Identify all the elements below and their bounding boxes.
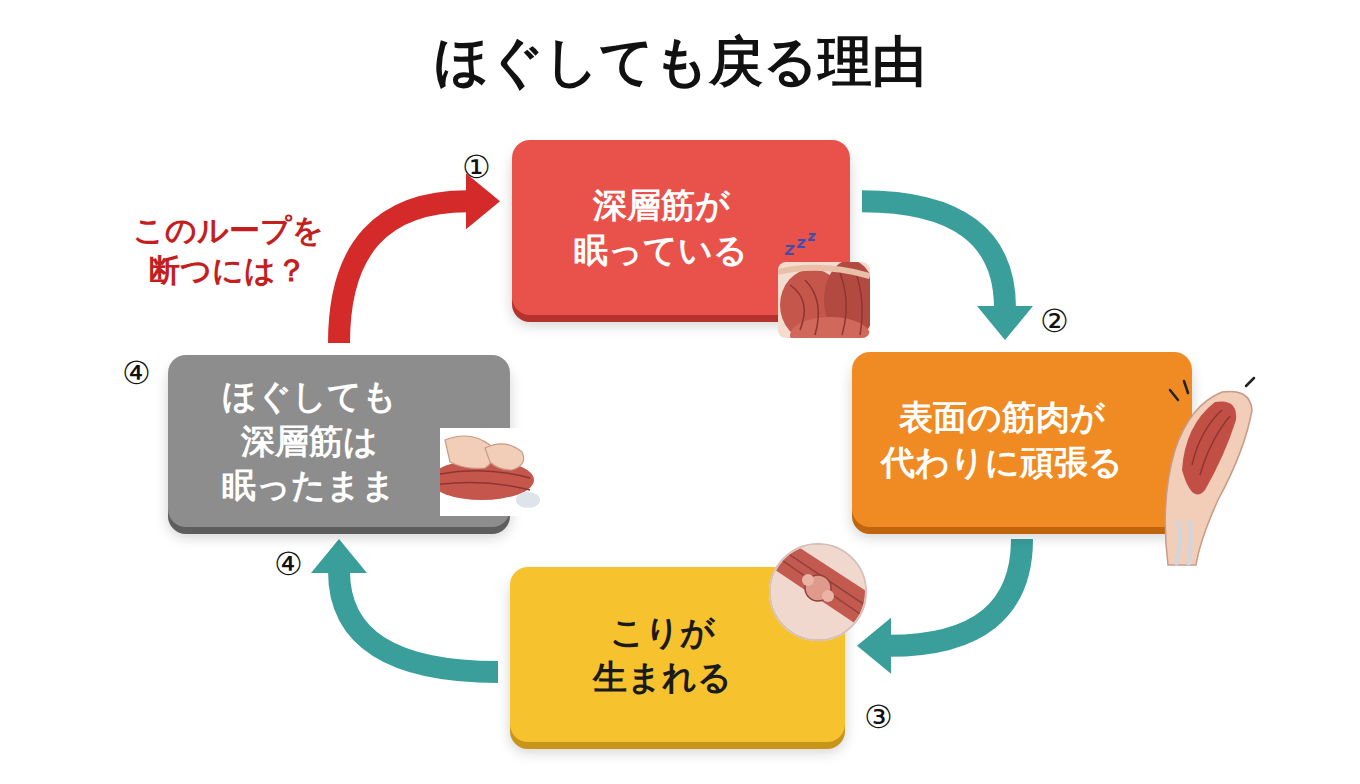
- bone-shape: [516, 492, 540, 508]
- muscle-shape: [440, 460, 534, 500]
- arrow-head: [977, 306, 1033, 340]
- callout-number: ②: [1040, 304, 1069, 339]
- arm-illustration: [1165, 378, 1254, 565]
- process-box: 表面の筋肉が 代わりに頑張る: [852, 352, 1192, 527]
- diagram-title: ほぐしても戻る理由: [0, 30, 1360, 95]
- illustration-rim: [770, 544, 866, 640]
- hand-shape: [485, 444, 524, 470]
- box-label: 表面の筋肉が 代わりに頑張る: [852, 395, 1152, 485]
- arrow-head: [466, 173, 500, 229]
- knot-illustration: [760, 535, 880, 650]
- cycle-arrow: [857, 539, 1022, 674]
- illustration-bg: [440, 428, 540, 516]
- process-box: こりが 生まれる: [510, 567, 845, 742]
- muscle-shape: [824, 262, 870, 338]
- muscle-fibers: [440, 471, 530, 490]
- arrow-head: [857, 618, 891, 674]
- muscle-fibers: [770, 545, 880, 625]
- sleep-symbol: [786, 234, 815, 254]
- process-box: ほぐしても 深層筋は 眠ったまま: [168, 355, 510, 527]
- cycle-arrow: [311, 539, 498, 672]
- strain-marks: [1170, 378, 1254, 400]
- tendon-lines: [1176, 520, 1191, 565]
- illustration-bg: [778, 262, 870, 338]
- box-label: こりが 生まれる: [578, 610, 748, 700]
- box-text-group: こりが 生まれる: [578, 610, 748, 700]
- arm-muscle: [1182, 401, 1236, 494]
- illustration-rim: [769, 543, 867, 641]
- process-box: 深層筋が 眠っている: [512, 140, 850, 315]
- arrow-shaft: [339, 201, 468, 343]
- knot-shape: [822, 590, 834, 602]
- massage-illustration: [430, 428, 540, 516]
- deep-muscle-illustration: [778, 234, 876, 353]
- cycle-arrow: [862, 201, 1033, 340]
- illustration-bg: [760, 540, 880, 650]
- callout-number: ④: [122, 356, 151, 391]
- box-label: ほぐしても 深層筋は 眠ったまま: [199, 374, 419, 509]
- cycle-arrow: [339, 173, 500, 343]
- muscle-fibers: [790, 268, 862, 335]
- arm-skin: [1165, 391, 1252, 565]
- muscle-shape: [780, 269, 844, 338]
- callout-number: ④: [274, 547, 303, 582]
- muscle-band: [760, 535, 880, 640]
- arrow-shaft: [339, 571, 498, 672]
- box-text-group: ほぐしても 深層筋は 眠ったまま: [199, 374, 419, 509]
- muscle-fibers: [1192, 410, 1230, 475]
- box-text-group: 表面の筋肉が 代わりに頑張る: [852, 395, 1152, 485]
- muscle-shape: [790, 317, 870, 338]
- knot-shape: [805, 575, 831, 601]
- box-label: 深層筋が 眠っている: [536, 183, 786, 273]
- hand-shape: [445, 436, 494, 468]
- arrow-head: [311, 539, 367, 573]
- callout-number: ③: [864, 700, 893, 735]
- loop-question: このループを 断つには？: [108, 210, 348, 291]
- arrow-shaft: [889, 539, 1022, 646]
- box-text-group: 深層筋が 眠っている: [536, 183, 786, 273]
- bone-line: [778, 268, 870, 276]
- knot-shape: [802, 574, 814, 586]
- arrow-shaft: [862, 201, 1005, 308]
